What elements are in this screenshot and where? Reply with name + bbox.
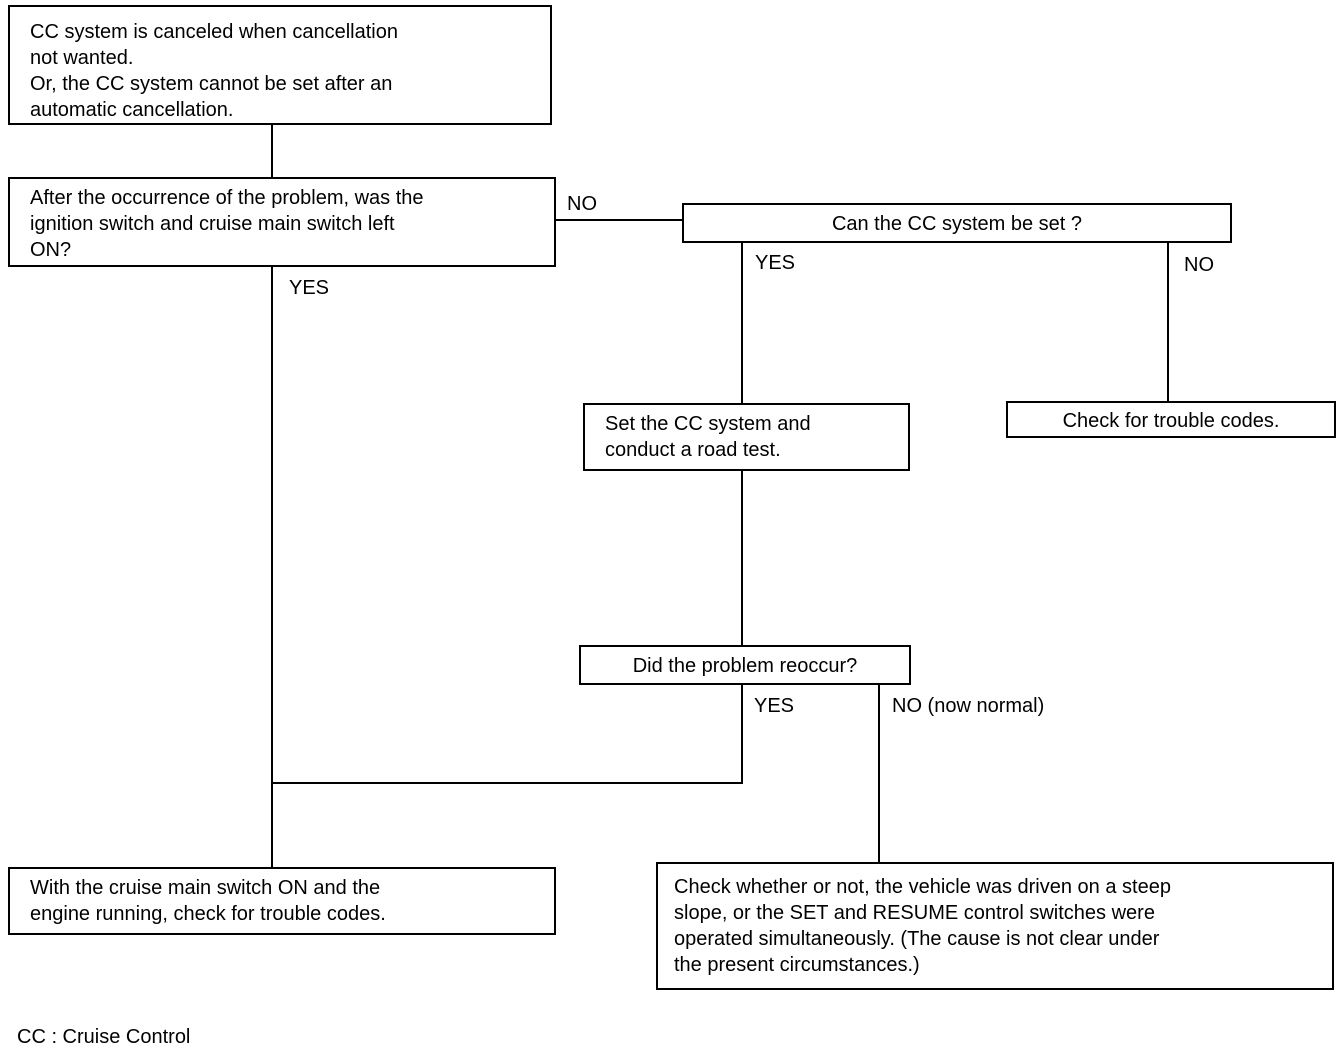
connector-road-test-to-reoccur xyxy=(741,469,743,646)
set-road-test-line: Set the CC system and xyxy=(605,413,811,435)
start-node-line: CC system is canceled when cancellation xyxy=(30,21,398,43)
check-steep-slope-line: the present circumstances.) xyxy=(674,954,920,976)
legend-abbreviation: CC : Cruise Control xyxy=(17,1026,191,1048)
question-left-on-line: ignition switch and cruise main switch l… xyxy=(30,213,395,235)
start-node-line: Or, the CC system cannot be set after an xyxy=(30,73,393,95)
start-node-line: not wanted. xyxy=(30,47,134,69)
connector-start-to-question xyxy=(271,123,273,178)
set-road-test-node: Set the CC system and conduct a road tes… xyxy=(583,403,910,471)
edge-label-left-on-yes: YES xyxy=(289,277,330,299)
question-left-on-line: After the occurrence of the problem, was… xyxy=(30,187,424,209)
connector-reoccur-no xyxy=(878,683,880,863)
question-left-on-node: After the occurrence of the problem, was… xyxy=(8,177,556,267)
check-steep-slope-node: Check whether or not, the vehicle was dr… xyxy=(656,862,1334,990)
edge-label-can-set-yes: YES xyxy=(755,252,796,274)
question-can-set-node: Can the CC system be set ? xyxy=(682,203,1232,243)
edge-label-reoccur-yes: YES xyxy=(754,695,795,717)
check-codes-engine-line: engine running, check for trouble codes. xyxy=(30,903,386,925)
start-node-line: automatic cancellation. xyxy=(30,99,234,121)
question-can-set-text: Can the CC system be set ? xyxy=(831,213,1083,235)
check-steep-slope-line: slope, or the SET and RESUME control swi… xyxy=(674,902,1155,924)
edge-label-left-on-no: NO xyxy=(567,193,597,215)
edge-label-can-set-no: NO xyxy=(1184,254,1214,276)
question-reoccur-node: Did the problem reoccur? xyxy=(579,645,911,685)
check-trouble-codes-text: Check for trouble codes. xyxy=(1062,410,1280,432)
question-reoccur-text: Did the problem reoccur? xyxy=(632,655,858,677)
connector-can-set-no xyxy=(1167,241,1169,402)
check-steep-slope-line: operated simultaneously. (The cause is n… xyxy=(674,928,1160,950)
set-road-test-line: conduct a road test. xyxy=(605,439,781,461)
connector-no-to-can-set xyxy=(555,219,683,221)
check-codes-engine-node: With the cruise main switch ON and the e… xyxy=(8,867,556,935)
check-codes-engine-line: With the cruise main switch ON and the xyxy=(30,877,381,899)
connector-yes-main-trunk xyxy=(271,265,273,869)
check-steep-slope-line: Check whether or not, the vehicle was dr… xyxy=(674,876,1171,898)
connector-reoccur-yes-merge xyxy=(271,782,743,784)
edge-label-reoccur-no: NO (now normal) xyxy=(892,695,1045,717)
start-node: CC system is canceled when cancellation … xyxy=(8,5,552,125)
check-trouble-codes-node: Check for trouble codes. xyxy=(1006,401,1336,438)
connector-can-set-yes xyxy=(741,241,743,404)
connector-reoccur-yes xyxy=(741,683,743,783)
question-left-on-line: ON? xyxy=(30,239,72,261)
